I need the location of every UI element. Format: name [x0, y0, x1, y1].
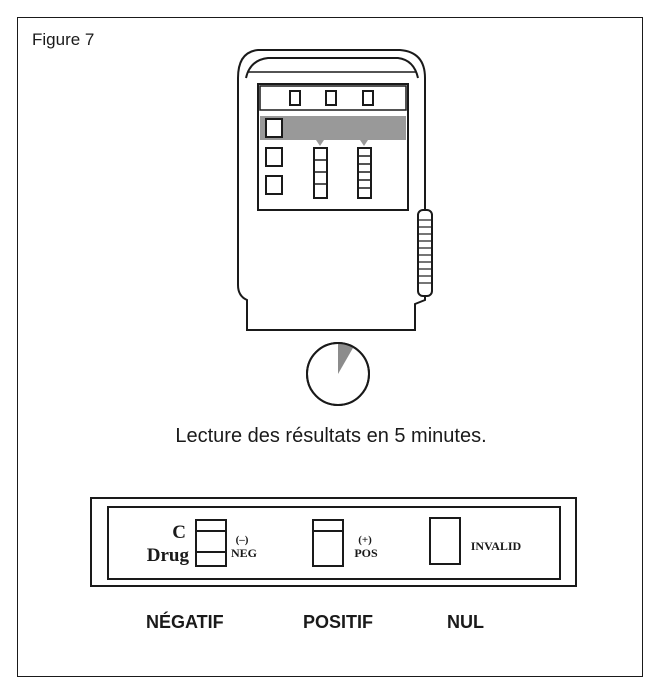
- negative-window: [195, 519, 227, 567]
- test-strip-1: [313, 147, 328, 199]
- window-slot-2: [325, 90, 337, 106]
- positive-window: [312, 519, 344, 567]
- window-gray-band: [260, 116, 406, 140]
- result-label-negative: NÉGATIF: [146, 612, 224, 632]
- c-line-label: C: [172, 522, 186, 543]
- drug-line-label: Drug: [147, 545, 190, 566]
- timer-elapsed-wedge: [338, 343, 354, 374]
- pos-label: POS: [354, 546, 378, 560]
- invalid-label: INVALID: [471, 539, 522, 553]
- caption: Lecture des résultats en 5 minutes.: [175, 425, 487, 447]
- invalid-window: [429, 517, 461, 565]
- arrow-marker-2: [360, 140, 368, 146]
- window-square-1: [265, 118, 283, 138]
- window-slot-1: [289, 90, 301, 106]
- test-cup-device: [237, 49, 433, 331]
- drug-test-illustration: C Drug (–) NEG (+) POS INVALID: [90, 49, 577, 587]
- neg-label: NEG: [231, 546, 257, 560]
- result-key: C Drug (–) NEG (+) POS INVALID: [90, 497, 577, 587]
- window-square-3: [265, 175, 283, 195]
- arrow-marker-1: [316, 140, 324, 146]
- figure-label: Figure 7: [32, 30, 95, 49]
- result-label-invalid: NUL: [447, 612, 484, 632]
- pos-sign: (+): [358, 534, 372, 546]
- side-knob: [417, 209, 433, 297]
- knob-ridges: [419, 219, 431, 284]
- timer-clock-icon: [306, 342, 370, 406]
- neg-sign: (–): [236, 534, 249, 546]
- window-slot-3: [362, 90, 374, 106]
- result-label-positive: POSITIF: [303, 612, 374, 632]
- test-strip-2: [357, 147, 372, 199]
- window-square-2: [265, 147, 283, 167]
- cup-lid-curve: [245, 57, 419, 79]
